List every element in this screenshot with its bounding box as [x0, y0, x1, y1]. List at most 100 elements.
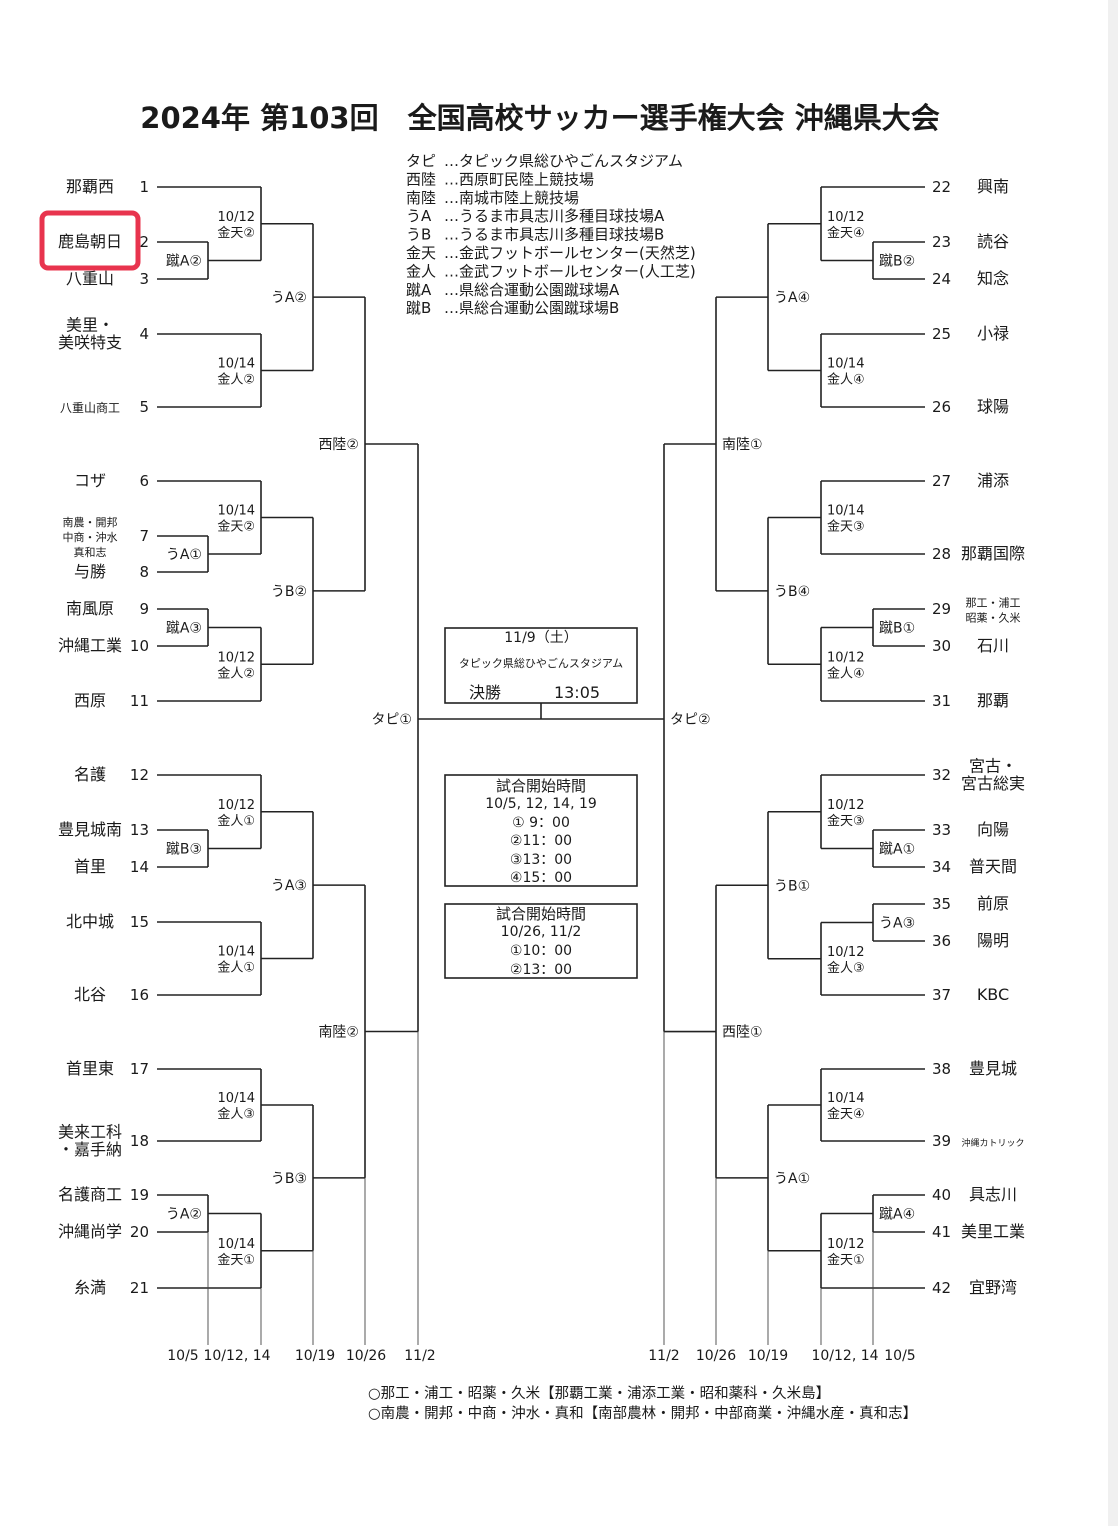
- venue-legend: タピ…タピック県総ひやごんスタジアム西陸…西原町民陸上競技場南陸…南城市陸上競技…: [406, 152, 696, 317]
- team-number: 30: [932, 637, 951, 655]
- round-date: 10/5: [884, 1348, 915, 1364]
- team-number: 5: [139, 398, 149, 416]
- match-venue: 金人③: [217, 1106, 255, 1122]
- team-name: 沖縄工業: [58, 636, 122, 655]
- match-venue: 金人①: [217, 960, 255, 976]
- final-time: 13:05: [554, 683, 600, 702]
- match-venue: 金天④: [827, 225, 865, 241]
- team-name: 豊見城南: [58, 820, 122, 839]
- match-venue: 西陸①: [722, 1025, 763, 1041]
- match-venue: うB④: [774, 584, 810, 600]
- schedule-time: ①10：00: [510, 943, 572, 959]
- round-date: 11/2: [648, 1348, 679, 1364]
- match-venue: 金天③: [827, 813, 865, 829]
- team-number: 38: [932, 1060, 951, 1078]
- match-venue: うA①: [774, 1171, 810, 1187]
- team-number: 27: [932, 472, 951, 490]
- legend-venue: …県総合運動公園蹴球場B: [444, 299, 619, 317]
- round-date: 10/5: [167, 1348, 198, 1364]
- team-name: 南農・開邦: [63, 515, 118, 529]
- final-label: 決勝: [469, 683, 501, 702]
- team-name: 球陽: [977, 397, 1009, 416]
- legend-abbr: 西陸: [406, 170, 436, 188]
- start-time-box-2: 試合開始時間 10/26, 11/2 ①10：00 ②13：00: [444, 903, 638, 979]
- team-name: 浦添: [977, 471, 1009, 490]
- match-date: 10/12: [218, 210, 255, 225]
- match-date: 10/12: [218, 798, 255, 813]
- team-name: 八重山: [66, 269, 114, 288]
- match-venue: うA④: [774, 290, 810, 306]
- team-name: 沖縄カトリック: [961, 1137, 1024, 1149]
- match-date: 10/12: [827, 945, 864, 960]
- team-name: 北中城: [66, 912, 114, 931]
- team-number: 6: [139, 472, 149, 490]
- final-match-box: 11/9（土） タピック県総ひやごんスタジアム 決勝 13:05: [444, 627, 638, 704]
- match-date: 10/14: [827, 1091, 864, 1106]
- legend-venue: …金武フットボールセンター(天然芝): [444, 244, 696, 262]
- team-number: 21: [130, 1279, 149, 1297]
- team-number: 23: [932, 233, 951, 251]
- team-number: 29: [932, 600, 951, 618]
- team-name: 宮古総実: [961, 774, 1025, 793]
- team-number: 16: [130, 986, 149, 1004]
- match-date: 10/12: [218, 650, 255, 665]
- team-number: 33: [932, 821, 951, 839]
- team-name: 西原: [74, 691, 106, 710]
- team-number: 22: [932, 178, 951, 196]
- footnote: ○南農・開邦・中商・沖水・真和【南部農林・開邦・中部商業・沖縄水産・真和志】: [368, 1404, 917, 1422]
- footnote: ○那工・浦工・昭薬・久米【那覇工業・浦添工業・昭和薬科・久米島】: [368, 1385, 830, 1402]
- team-name: 那覇: [977, 691, 1009, 710]
- match-date: 10/14: [218, 945, 255, 960]
- match-date: 10/12: [827, 650, 864, 665]
- team-name: 興南: [977, 177, 1009, 196]
- schedule-time: ②11：00: [510, 833, 572, 849]
- team-number: 17: [130, 1060, 149, 1078]
- schedule-dates: 10/5, 12, 14, 19: [485, 796, 597, 812]
- schedule-dates: 10/26, 11/2: [501, 924, 582, 940]
- final-venue: タピック県総ひやごんスタジアム: [459, 656, 623, 670]
- bracket-labels: 1那覇西2鹿島朝日3八重山4美里・美咲特支5八重山商工6コザ7南農・開邦中商・沖…: [58, 177, 1025, 1297]
- team-number: 3: [139, 270, 149, 288]
- team-number: 32: [932, 766, 951, 784]
- schedule-title: 試合開始時間: [496, 777, 586, 795]
- start-time-box-1: 試合開始時間 10/5, 12, 14, 19 ① 9：00 ②11：00 ③1…: [444, 774, 638, 887]
- team-name: 北谷: [74, 985, 106, 1004]
- team-name: 美里・: [66, 315, 114, 334]
- team-name: 糸満: [74, 1278, 106, 1297]
- match-venue: 金天④: [827, 1106, 865, 1122]
- team-name: 八重山商工: [60, 400, 120, 415]
- team-number: 1: [139, 178, 149, 196]
- match-venue: 金天③: [827, 519, 865, 535]
- final-date: 11/9（土）: [504, 630, 577, 646]
- match-venue: 南陸②: [318, 1025, 359, 1041]
- legend-abbr: うA: [406, 207, 432, 225]
- team-name: 読谷: [977, 232, 1009, 251]
- team-number: 34: [932, 858, 951, 876]
- team-name: KBC: [977, 985, 1009, 1004]
- team-number: 15: [130, 913, 149, 931]
- team-name: 美来工科: [58, 1122, 122, 1141]
- match-venue: 蹴B①: [879, 621, 915, 637]
- team-number: 39: [932, 1132, 951, 1150]
- match-venue: 蹴B②: [879, 254, 915, 270]
- match-date: 10/14: [827, 357, 864, 372]
- match-venue: タピ②: [670, 712, 711, 728]
- match-date: 10/14: [218, 357, 255, 372]
- team-name: 名護: [74, 765, 106, 784]
- team-number: 2: [139, 233, 149, 251]
- round-date: 10/19: [748, 1348, 788, 1364]
- team-name: 沖縄尚学: [58, 1222, 122, 1241]
- legend-abbr: 蹴B: [406, 299, 431, 317]
- round-date: 10/26: [346, 1348, 386, 1364]
- team-number: 14: [130, 858, 149, 876]
- bracket-lines: [157, 186, 925, 1345]
- team-name: 中商・沖水: [63, 530, 118, 544]
- team-name: 真和志: [74, 545, 107, 559]
- team-name: 美里工業: [961, 1222, 1025, 1241]
- match-venue: 金天②: [217, 519, 255, 535]
- team-name: 宮古・: [969, 756, 1017, 775]
- team-number: 28: [932, 545, 951, 563]
- highlight-box: [39, 210, 141, 271]
- team-name: 那工・浦工: [966, 597, 1021, 610]
- legend-abbr: 蹴A: [406, 281, 432, 299]
